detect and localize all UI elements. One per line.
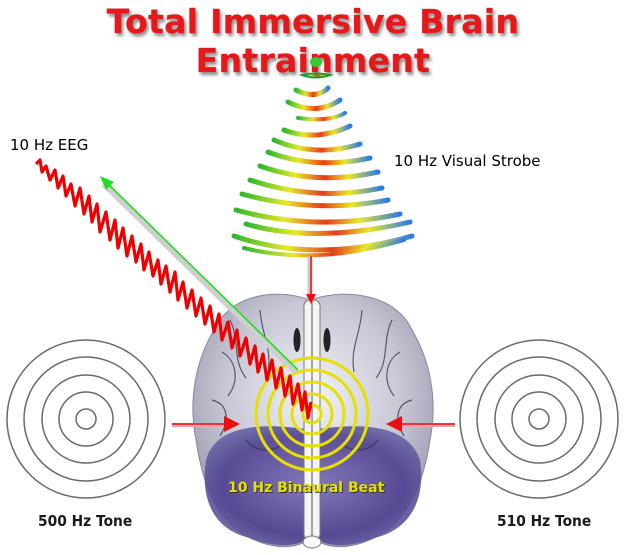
binaural-beat-label: 10 Hz Binaural Beat — [228, 480, 385, 496]
left-tone-arrow-icon — [172, 416, 240, 432]
left-tone-rings-icon — [6, 339, 166, 499]
eeg-wave-icon — [34, 158, 313, 420]
right-tone-rings-icon — [459, 339, 619, 499]
visual-strobe-label: 10 Hz Visual Strobe — [394, 152, 541, 170]
binaural-beat-rings-icon — [254, 356, 370, 472]
strobe-arrow-icon — [306, 256, 316, 304]
visual-strobe-icon — [231, 57, 415, 258]
right-tone-arrow-icon — [386, 416, 455, 432]
right-tone-label: 510 Hz Tone — [497, 512, 592, 530]
eeg-label: 10 Hz EEG — [10, 136, 89, 154]
eeg-arrow-icon — [100, 176, 299, 375]
left-tone-label: 500 Hz Tone — [38, 512, 133, 530]
